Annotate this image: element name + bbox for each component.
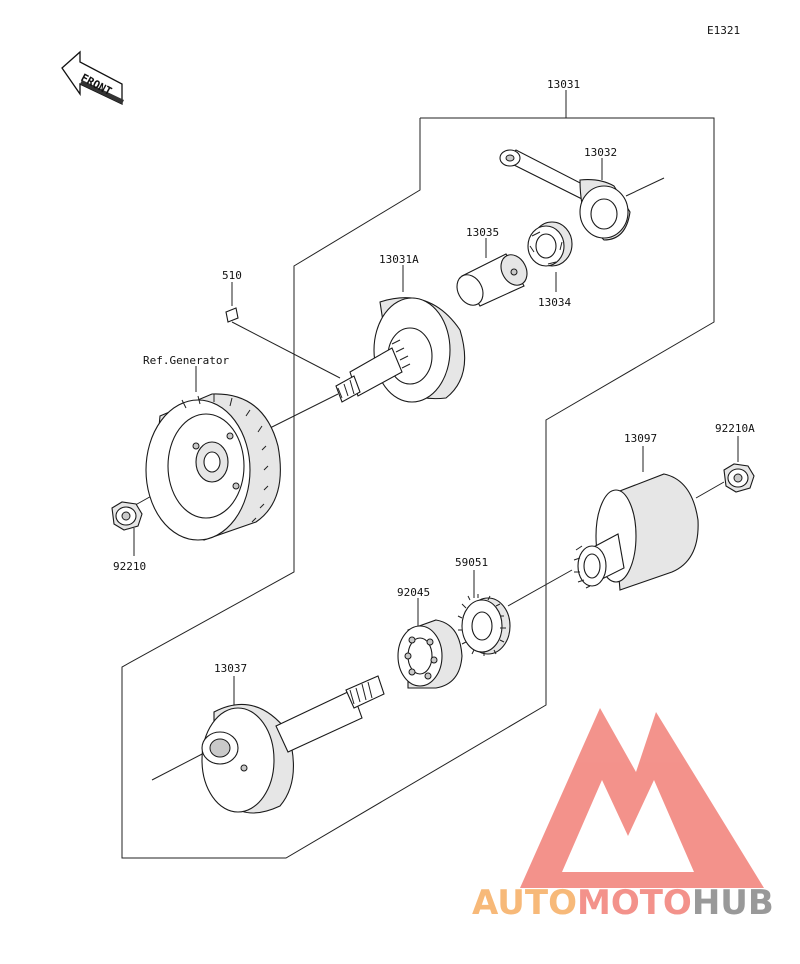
label-13031: 13031 xyxy=(547,78,580,91)
crank-pin-13035 xyxy=(456,253,528,307)
watermark-auto: AUTO xyxy=(472,883,577,923)
nut-92210 xyxy=(111,501,143,531)
label-13031A: 13031A xyxy=(379,253,419,266)
watermark-logo: AUTOMOTOHUB xyxy=(472,708,774,923)
label-510: 510 xyxy=(222,269,242,282)
front-arrow-icon: FRONT xyxy=(61,50,124,106)
generator-flywheel xyxy=(145,393,281,541)
nut-92210A xyxy=(723,463,755,493)
ball-bearing-92045 xyxy=(397,619,463,689)
diagram-code: E1321 xyxy=(707,24,740,37)
label-92045: 92045 xyxy=(397,586,430,599)
balancer-13097 xyxy=(573,473,699,591)
label-13032: 13032 xyxy=(584,146,617,159)
label-92210A: 92210A xyxy=(715,422,755,435)
label-13035: 13035 xyxy=(466,226,499,239)
crankshaft-half-13037 xyxy=(201,675,385,814)
leader-lines xyxy=(129,90,739,781)
woodruff-key-510 xyxy=(225,307,239,323)
watermark-text: AUTOMOTOHUB xyxy=(472,883,774,923)
label-13097: 13097 xyxy=(624,432,657,445)
gear-59051 xyxy=(457,594,511,656)
connecting-rod-13032 xyxy=(499,149,631,241)
label-13034: 13034 xyxy=(538,296,571,309)
crankshaft-half-13031A xyxy=(335,297,466,403)
needle-bearing-13034 xyxy=(527,221,573,267)
label-59051: 59051 xyxy=(455,556,488,569)
label-13037: 13037 xyxy=(214,662,247,675)
assembly-outline-13031 xyxy=(121,117,715,859)
label-92210: 92210 xyxy=(113,560,146,573)
watermark-moto: MOTO xyxy=(577,883,692,923)
label-ref-generator: Ref.Generator xyxy=(143,354,229,367)
watermark-triangle-icon xyxy=(520,708,764,888)
watermark-hub: HUB xyxy=(692,883,774,923)
